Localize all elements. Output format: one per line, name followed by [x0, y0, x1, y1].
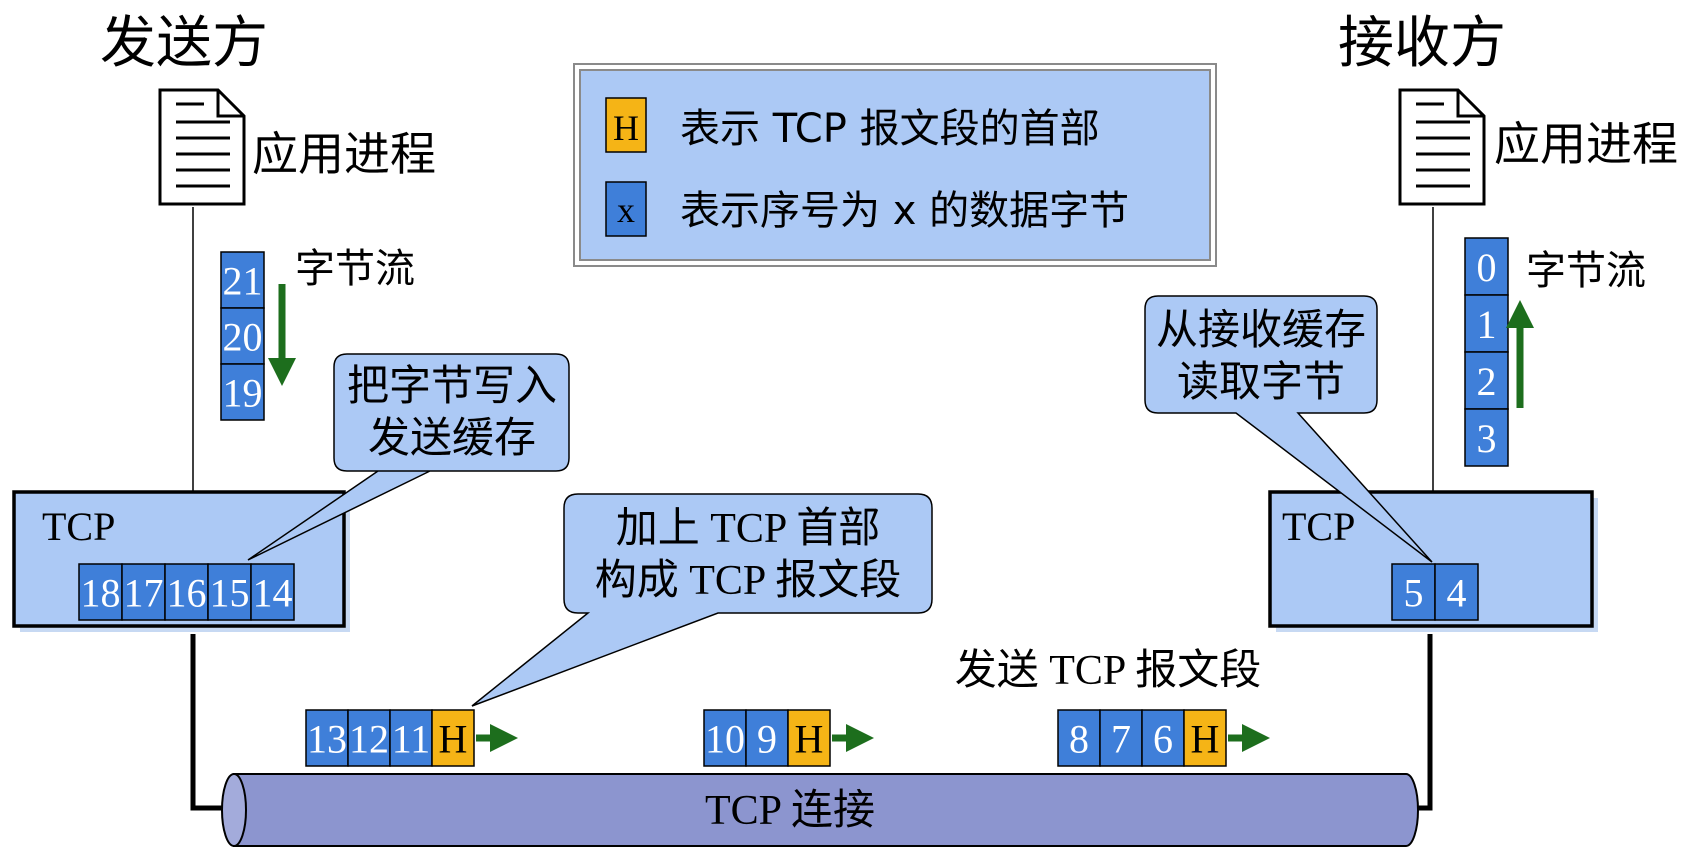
- receiver-callout: [1144, 295, 1433, 563]
- receiver-stream-bytes: 0 1 2 3: [1464, 237, 1509, 467]
- receiver-document-icon: [1398, 88, 1486, 206]
- segment-byte-label: 13: [307, 716, 347, 761]
- receiver-callout-line2: 读取字节: [1177, 357, 1345, 406]
- sender-buffer-byte-label: 18: [81, 570, 121, 615]
- sender-buffer-byte-label: 17: [124, 570, 164, 615]
- receiver-stream-byte-label: 0: [1477, 245, 1497, 290]
- sender-stream-label: 字节流: [295, 246, 415, 292]
- connection-label: TCP 连接: [705, 788, 875, 834]
- receiver-stream-byte-cell: [1464, 237, 1509, 296]
- receiver-stream-byte-label: 1: [1477, 302, 1497, 347]
- segment-byte-cell: [745, 709, 789, 767]
- segment-byte-label: 6: [1153, 716, 1173, 761]
- sender-stream-byte-label: 20: [223, 314, 263, 359]
- segment-callout: [471, 493, 933, 707]
- segment-byte-label: 8: [1069, 716, 1089, 761]
- receiver-app-label: 应用进程: [1494, 117, 1678, 171]
- segment-header-cell: [1183, 709, 1227, 767]
- segment-header-label: H: [795, 716, 824, 761]
- receiver-tcp-label: TCP: [1282, 504, 1355, 549]
- segment-byte-cell: [1141, 709, 1185, 767]
- receiver-stream-byte-cell: [1464, 408, 1509, 467]
- segment-byte-cell: [347, 709, 391, 767]
- sender-document-icon: [158, 88, 246, 206]
- segment-byte-label: 12: [349, 716, 389, 761]
- segment-header-label: H: [439, 716, 468, 761]
- legend-byte-swatch: [605, 181, 647, 237]
- sender-buffer-byte-cell: [121, 563, 166, 621]
- receiver-buffer-byte-cell: [1434, 563, 1479, 621]
- sender-buffer-byte-cell: [164, 563, 209, 621]
- receiver-callout-line1: 从接收缓存: [1156, 305, 1366, 354]
- sender-stream-bytes: 21 20 19: [220, 251, 265, 421]
- sender-title: 发送方: [100, 11, 268, 76]
- receiver-pipe-link: [1414, 634, 1433, 811]
- sender-stream-byte-cell: [220, 363, 265, 421]
- sender-buffer-byte-label: 15: [210, 570, 250, 615]
- segment-byte-label: 7: [1111, 716, 1131, 761]
- segment-callout-line2: 构成 TCP 报文段: [595, 557, 901, 604]
- sender-buffer-byte-cell: [78, 563, 123, 621]
- segment-header-cell: [787, 709, 831, 767]
- sender-tcp-label: TCP: [42, 504, 115, 549]
- segment-byte-label: 10: [705, 716, 745, 761]
- legend-header-swatch: [605, 97, 647, 153]
- sender-stream-byte-label: 21: [223, 258, 263, 303]
- receiver-stream-label: 字节流: [1526, 248, 1646, 294]
- segment-callout-line1: 加上 TCP 首部: [616, 506, 880, 552]
- legend-byte-text: 表示序号为 x 的数据字节: [680, 188, 1129, 234]
- receiver-buffer-byte-label: 5: [1404, 570, 1424, 615]
- segment-byte-label: 9: [757, 716, 777, 761]
- legend-byte-symbol: x: [617, 190, 635, 230]
- segment-byte-label: 11: [392, 716, 431, 761]
- receiver-stream-byte-label: 3: [1477, 416, 1497, 461]
- segment-byte-cell: [305, 709, 349, 767]
- send-segment-label: 发送 TCP 报文段: [955, 647, 1261, 694]
- sender-app-label: 应用进程: [252, 127, 436, 181]
- legend-box: [579, 69, 1211, 261]
- sender-callout-line1: 把字节写入: [347, 361, 557, 410]
- sender-stream-byte-cell: [220, 307, 265, 365]
- receiver-title: 接收方: [1338, 11, 1506, 76]
- sender-buffer-byte-label: 16: [167, 570, 207, 615]
- sender-stream-byte-label: 19: [223, 370, 263, 415]
- sender-callout: [247, 353, 570, 561]
- sender-callout-line2: 发送缓存: [368, 413, 536, 462]
- legend-header-text: 表示 TCP 报文段的首部: [680, 106, 1100, 152]
- receiver-stream-byte-label: 2: [1477, 359, 1497, 404]
- tcp-connection-pipe: [221, 773, 1419, 847]
- segment-byte-cell: [389, 709, 433, 767]
- sender-buffer-byte-cell: [250, 563, 295, 621]
- sender-buffer-byte-label: 14: [253, 570, 293, 615]
- segment-byte-cell: [1057, 709, 1101, 767]
- receiver-buffer-byte-label: 4: [1447, 570, 1467, 615]
- segment-header-cell: [431, 709, 475, 767]
- segment-header-label: H: [1191, 716, 1220, 761]
- legend-header-symbol: H: [613, 108, 639, 148]
